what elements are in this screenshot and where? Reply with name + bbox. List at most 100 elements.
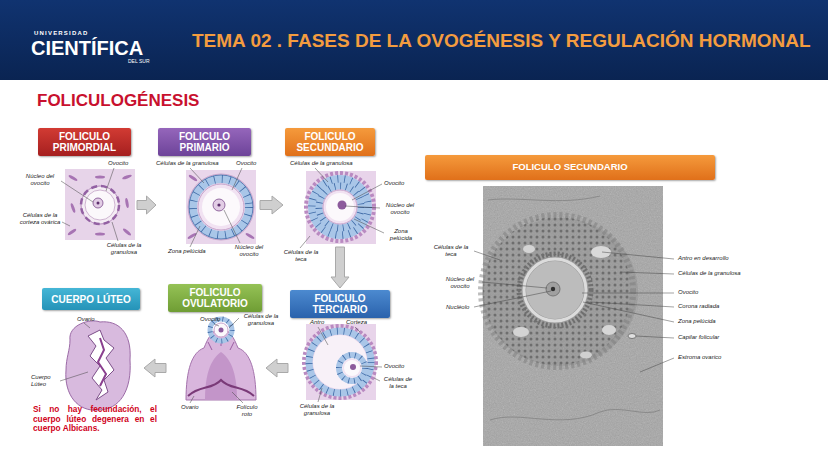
tertiary-follicle-drawing — [304, 324, 376, 400]
primordial-follicle-drawing-part — [122, 174, 132, 180]
callout-label: Zona pelúcida — [168, 248, 206, 255]
ovulatory-follicle-drawing-part — [210, 319, 232, 341]
callout-label: Zona pelúcida — [386, 228, 416, 242]
micrograph-part — [513, 327, 529, 337]
leader-lines-part — [582, 293, 674, 294]
follicle-stage: FOLICULO SECUNDARIO — [425, 155, 715, 447]
callout-label: Ovocito — [384, 180, 404, 187]
micrograph-part — [602, 325, 616, 335]
ovulatory-follicle-drawing-part — [219, 328, 224, 333]
micrograph-part — [551, 287, 555, 291]
follicle-stage: FOLICULO PRIMORDIAL — [38, 128, 135, 244]
leader-lines-part — [474, 291, 551, 307]
micrograph-part — [519, 254, 591, 326]
primary-follicle-drawing-part — [217, 203, 220, 206]
leader-lines-part — [355, 327, 360, 332]
primordial-follicle-drawing-part — [93, 198, 103, 208]
primordial-follicle-drawing-part — [97, 202, 100, 205]
leader-lines-part — [482, 282, 547, 288]
tertiary-follicle-drawing-part — [304, 326, 376, 398]
follicle-stage: FOLICULO PRIMARIO — [158, 128, 258, 245]
leader-lines-part — [620, 272, 674, 274]
micrograph-part — [524, 259, 586, 321]
leader-lines-part — [640, 358, 674, 372]
primordial-follicle-drawing-part — [95, 176, 105, 179]
callout-label: Estroma ovarico — [678, 354, 721, 361]
micrograph-part — [488, 196, 600, 201]
callout-label: Células de la granulosa — [240, 313, 282, 327]
header-band — [0, 0, 828, 80]
micrograph-part — [483, 186, 663, 446]
callout-label: Células de la granulosa — [156, 160, 219, 167]
callout-label: Ovocito — [384, 363, 404, 370]
corpus-luteum-drawing-part — [66, 321, 130, 410]
block-arrow — [260, 196, 283, 214]
leader-lines-part — [374, 378, 380, 381]
callout-label: Células de la teca — [283, 249, 319, 263]
leader-lines-part — [360, 366, 382, 367]
leader-lines-part — [636, 336, 674, 338]
callout-label: Células de la teca — [432, 244, 470, 258]
leader-lines-part — [112, 222, 118, 241]
leader-lines-part — [583, 302, 674, 322]
primary-follicle-drawing-part — [193, 179, 249, 235]
stage-heading: FOLICULO SECUNDARIO — [285, 128, 375, 156]
follicle-stage: CUERPO LÚTEO — [42, 288, 142, 412]
leader-lines-part — [232, 168, 242, 190]
primordial-follicle-drawing-part — [95, 233, 105, 236]
ovulatory-follicle-drawing-part — [210, 319, 232, 341]
callout-label: Nucléolo — [446, 304, 469, 311]
callout-label: Corteza — [346, 319, 367, 326]
primary-follicle-drawing-part — [198, 184, 244, 230]
leader-lines-part — [352, 184, 382, 200]
callout-label: Ovocito — [108, 160, 128, 167]
leader-lines-part — [106, 168, 114, 191]
corpus-luteum-drawing-part — [88, 330, 114, 400]
secondary-follicle-drawing-part — [306, 171, 376, 244]
leader-lines-part — [214, 324, 219, 326]
ovulatory-follicle-drawing-part — [205, 352, 237, 400]
stage-heading: FOLICULO OVULATORIO — [168, 284, 262, 312]
primary-follicle-drawing-part — [187, 232, 197, 240]
micrograph-part — [483, 186, 663, 446]
callout-label: Corona radiada — [678, 303, 719, 310]
tertiary-follicle-drawing-part — [309, 331, 371, 393]
stage-heading: FOLICULO SECUNDARIO — [425, 155, 715, 180]
secondary-follicle-drawing — [306, 171, 376, 244]
primary-follicle-drawing-part — [193, 179, 249, 235]
leader-lines-part — [474, 251, 500, 260]
secondary-follicle-drawing-part — [326, 193, 354, 221]
tertiary-follicle-drawing-part — [343, 359, 362, 378]
logo-text: UNIVERSIDAD — [34, 30, 89, 37]
tertiary-follicle-drawing-part — [313, 335, 367, 389]
micrograph-part — [591, 246, 611, 258]
primary-follicle-drawing-part — [202, 188, 240, 226]
leader-lines-part — [318, 388, 322, 402]
leader-lines-part — [190, 396, 194, 403]
slide-title: TEMA 02 . FASES DE LA OVOGÉNESIS Y REGUL… — [192, 30, 811, 53]
tertiary-follicle-drawing-part — [344, 360, 360, 376]
leader-lines-part — [60, 372, 88, 381]
callout-label: Células de la granulosa — [103, 242, 145, 256]
logo-text: DEL SUR — [128, 59, 150, 65]
leader-lines-part — [190, 168, 204, 183]
secondary-follicle-drawing-part — [319, 186, 361, 228]
leader-lines-part — [190, 226, 200, 247]
tertiary-follicle-drawing-part — [309, 331, 371, 393]
leader-lines-part — [232, 392, 243, 403]
callout-label: Núcleo del ovocito — [440, 276, 480, 290]
secondary-follicle-drawing-part — [319, 186, 361, 228]
callout-label: Células de la corteza ovárica — [18, 212, 62, 226]
block-arrow — [266, 359, 288, 377]
callout-label: Ovario — [77, 316, 95, 323]
logo-text: CIENTÍFICA — [31, 37, 143, 60]
callout-label: Células de la granulosa — [296, 403, 338, 417]
callout-label: Células de la granulosa — [678, 270, 741, 277]
leader-lines-part — [300, 236, 310, 248]
follicle-stage: FOLICULO TERCIARIO — [290, 290, 390, 403]
corpus-luteum-drawing — [66, 321, 130, 410]
primordial-follicle-drawing-part — [81, 186, 119, 224]
